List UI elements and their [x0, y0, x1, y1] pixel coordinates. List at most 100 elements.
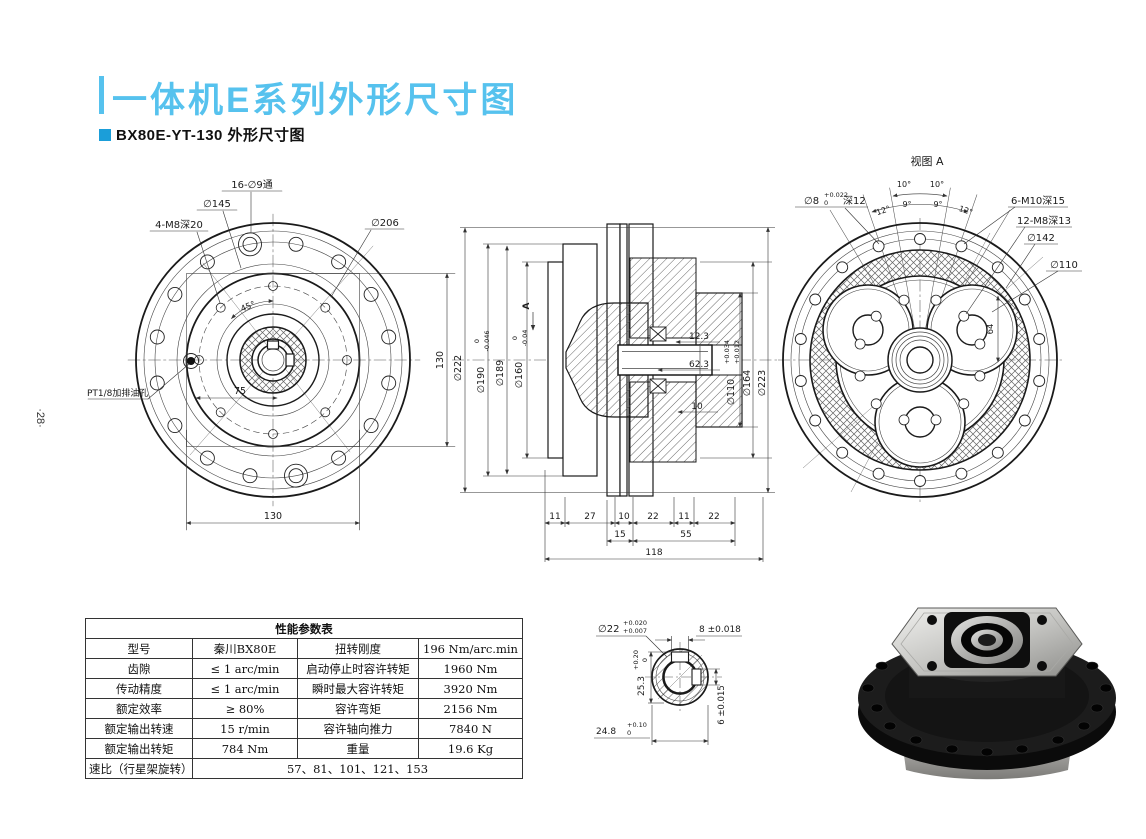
subtitle-row: BX80E-YT-130 外形尺寸图 — [99, 124, 305, 145]
dim-label: 11 — [678, 512, 689, 522]
subtitle-bullet-icon — [99, 128, 111, 141]
dim-label: ∅223 — [757, 370, 768, 396]
cell: 3920 Nm — [418, 678, 523, 699]
rear-view: 视图 A — [778, 154, 1082, 502]
dim-label: 9° — [933, 200, 942, 209]
dim-label: 24.8 — [596, 727, 616, 737]
dim-tol: +0.007 — [623, 627, 647, 635]
view-a-title: 视图 A — [910, 154, 943, 168]
dim-label: 27 — [584, 512, 595, 522]
dim-label: 11 — [549, 512, 560, 522]
cell: 2156 Nm — [418, 698, 523, 719]
cell: 速比（行星架旋转） — [85, 758, 193, 779]
dim-label: 10° — [897, 180, 911, 189]
dim-label: 130 — [435, 351, 446, 369]
page-subtitle: BX80E-YT-130 外形尺寸图 — [116, 127, 306, 144]
dim-label: ∅164 — [742, 370, 753, 396]
dim-label: ∅189 — [495, 360, 506, 386]
dim-label: 12° — [875, 204, 891, 217]
dim-label: 6 ±0.015 — [717, 685, 727, 725]
cell: 1960 Nm — [418, 658, 523, 679]
dim-label: 75 — [234, 386, 246, 397]
dim-label: 22 — [708, 512, 719, 522]
dim-tol: +0.020 — [623, 619, 647, 627]
cell: 容许轴向推力 — [297, 718, 419, 739]
dim-label: 12° — [958, 204, 974, 217]
dim-label: ∅142 — [1027, 233, 1055, 244]
cell: 扭转刚度 — [297, 638, 419, 659]
cell: 秦川BX80E — [192, 638, 298, 659]
section-view: A ∅222 ∅190 — [452, 223, 778, 562]
dim-label: ∅22 — [598, 624, 619, 635]
dim-tol: -0.04 — [521, 330, 529, 347]
cell: 额定输出转矩 — [85, 738, 193, 759]
dim-label: 12-M8深13 — [1017, 215, 1071, 227]
product-photo — [858, 607, 1116, 780]
cell: 额定效率 — [85, 698, 193, 719]
dim-label: 10 — [618, 512, 630, 522]
dim-label: 45° — [239, 300, 257, 315]
cell: 传动精度 — [85, 678, 193, 699]
cell: ≥ 80% — [192, 698, 298, 719]
cell: 19.6 Kg — [418, 738, 523, 759]
cell: 瞬时最大容许转矩 — [297, 678, 419, 699]
title-accent-bar — [99, 76, 104, 114]
dim-label: 55 — [680, 530, 691, 540]
table-row: 速比（行星架旋转） 57、81、101、121、153 — [85, 758, 523, 779]
cell: 启动停止时容许转矩 — [297, 658, 419, 679]
dim-label: 22 — [647, 512, 658, 522]
dim-tol: -0.046 — [483, 331, 491, 352]
dim-tol: +0.20 — [632, 650, 640, 670]
page-title: 一体机E系列外形尺寸图 — [112, 81, 519, 120]
shaft-detail-view: ∅22 +0.020 +0.007 8 ±0.018 25.3 +0.20 0 … — [594, 619, 742, 745]
cell: 重量 — [297, 738, 419, 759]
dim-tol: +0.10 — [627, 721, 647, 729]
cell: 齿隙 — [85, 658, 193, 679]
dim-label: ∅8 — [804, 196, 819, 207]
dim-tol: +0.012 — [733, 340, 741, 364]
dim-label: 6-M10深15 — [1011, 195, 1065, 207]
dim-label: ∅190 — [476, 367, 487, 393]
dim-label: 9° — [902, 200, 911, 209]
cell: 196 Nm/arc.min — [418, 638, 523, 659]
dim-label: 130 — [264, 511, 282, 522]
dim-label: 4-M8深20 — [155, 219, 203, 231]
cell: 型号 — [85, 638, 193, 659]
cell: ≤ 1 arc/min — [192, 658, 298, 679]
cell: 额定输出转速 — [85, 718, 193, 739]
dim-label: 深12 — [843, 195, 866, 207]
cell: 7840 N — [418, 718, 523, 739]
cell: ≤ 1 arc/min — [192, 678, 298, 699]
cell: 15 r/min — [192, 718, 298, 739]
dim-label: 10° — [930, 180, 944, 189]
cell: 57、81、101、121、153 — [192, 758, 523, 779]
dim-label: PT1/8加排油孔 — [87, 387, 148, 399]
dim-tol: 0 — [641, 658, 649, 662]
dim-tol: +0.022 — [824, 191, 848, 199]
dim-tol: 0 — [473, 339, 481, 343]
front-view: 16-∅9通 ∅145 4-M8深20 ∅206 45° 75 130 130 … — [87, 179, 456, 531]
dim-label: ∅145 — [203, 199, 231, 210]
cell: 784 Nm — [192, 738, 298, 759]
dim-tol: 0 — [511, 336, 519, 340]
dim-label: 118 — [645, 548, 662, 558]
dim-label: 10 — [691, 402, 703, 412]
dim-label: 16-∅9通 — [231, 179, 272, 191]
dim-label: 12.3 — [689, 332, 709, 342]
dim-tol: +0.034 — [723, 340, 731, 364]
dim-tol: 0 — [824, 199, 828, 207]
dim-label: ∅222 — [453, 355, 464, 381]
dim-label: 62.3 — [689, 360, 709, 370]
dim-label: 15 — [614, 530, 625, 540]
dim-label: ∅110 — [726, 379, 737, 405]
dim-tol: 0 — [627, 729, 631, 737]
